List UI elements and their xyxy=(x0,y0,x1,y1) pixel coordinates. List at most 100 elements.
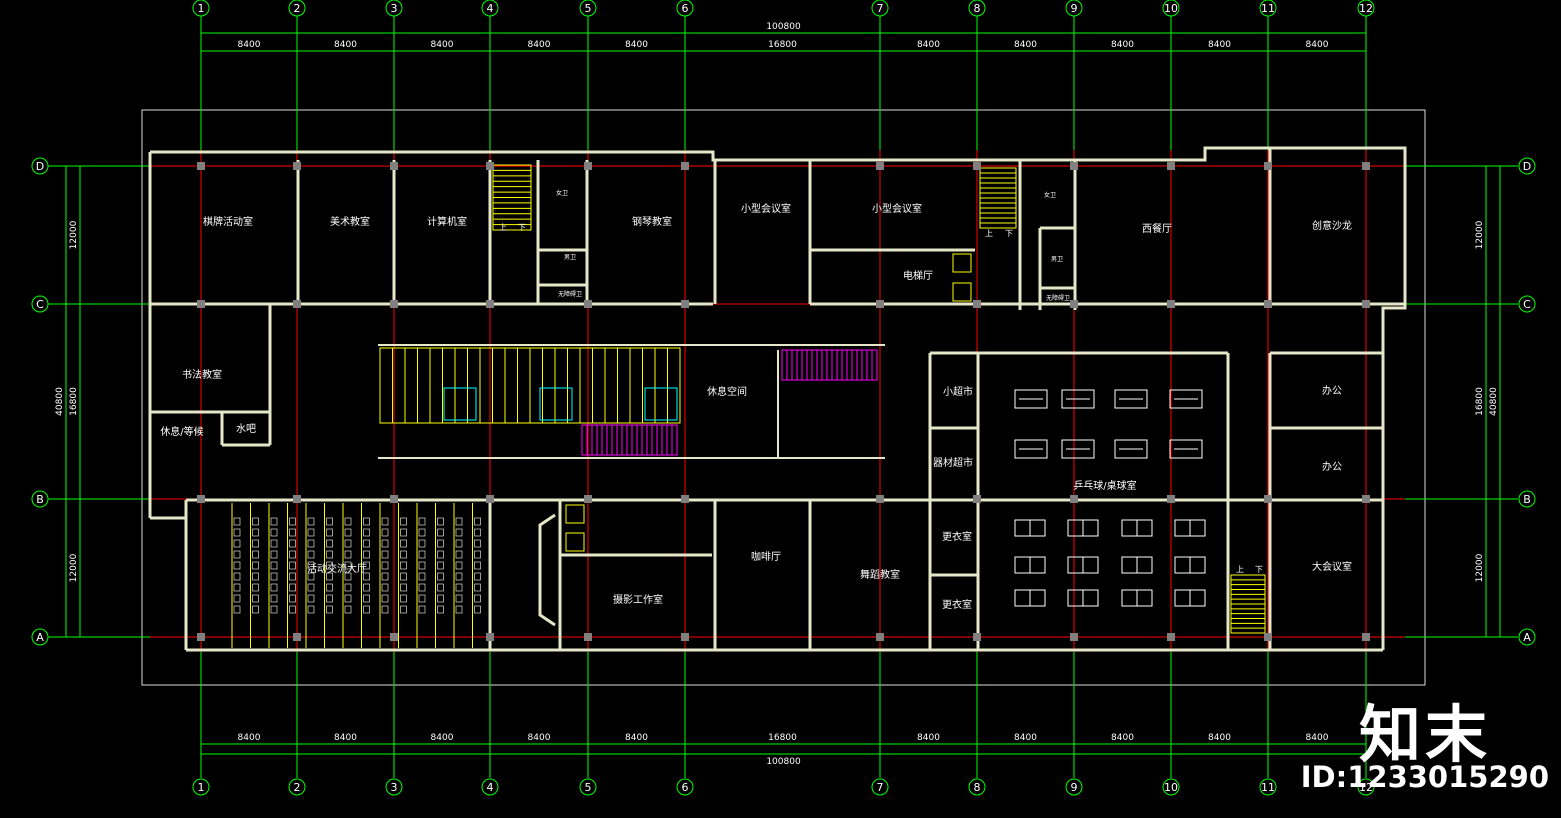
axis-bubble-3-1 xyxy=(385,778,403,796)
axis-bubble-10-0 xyxy=(1162,0,1180,17)
axis-label-row: A xyxy=(36,631,44,644)
seat xyxy=(418,583,426,592)
room-western-restaurant: 西餐厅 xyxy=(1142,222,1172,235)
seat xyxy=(418,539,426,548)
seat xyxy=(437,594,444,603)
seat xyxy=(326,517,333,526)
seat xyxy=(363,550,370,559)
seat xyxy=(344,561,352,570)
seat xyxy=(270,550,278,559)
seat xyxy=(400,572,407,581)
seat xyxy=(381,594,389,603)
column-marker xyxy=(486,162,494,170)
seat xyxy=(381,539,389,548)
seat xyxy=(289,550,296,559)
billiard-table xyxy=(1014,389,1048,409)
structural-columns xyxy=(197,162,1370,641)
axis-bubble-B-1 xyxy=(1518,490,1536,508)
seat xyxy=(455,517,463,526)
axis-bubble-1-1 xyxy=(192,778,210,796)
seat xyxy=(381,605,389,614)
seat xyxy=(344,517,352,526)
seat xyxy=(437,517,444,526)
room-labels: 棋牌活动室 美术教室 计算机室 钢琴教室 小型会议室 小型会议室 电梯厅 西餐厅… xyxy=(160,202,1352,611)
seat xyxy=(233,517,241,526)
seat xyxy=(344,594,352,603)
axis-bubble-5-0 xyxy=(579,0,597,17)
column-marker xyxy=(681,633,689,641)
seat xyxy=(474,528,481,537)
column-marker xyxy=(1070,300,1078,308)
seat xyxy=(400,539,407,548)
seat xyxy=(418,594,426,603)
column-marker xyxy=(876,300,884,308)
seat xyxy=(326,572,333,581)
column-marker xyxy=(973,495,981,503)
dim-row-left: 12000 xyxy=(69,220,79,249)
axis-bubble-3-0 xyxy=(385,0,403,17)
axis-bubble-A-0 xyxy=(31,628,49,646)
seat xyxy=(326,605,333,614)
dim-span-top: 8400 xyxy=(917,40,940,50)
axis-bubble-2-1 xyxy=(288,778,306,796)
seat xyxy=(252,528,259,537)
column-marker xyxy=(1070,162,1078,170)
room-art: 美术教室 xyxy=(330,215,370,228)
escalator-treads xyxy=(586,350,873,455)
seat xyxy=(307,550,315,559)
billiard-table xyxy=(1169,439,1203,459)
axis-label-col: 9 xyxy=(1071,2,1078,15)
seat xyxy=(252,594,259,603)
column-marker xyxy=(197,633,205,641)
seat xyxy=(363,572,370,581)
seat xyxy=(344,539,352,548)
seat xyxy=(400,517,407,526)
seat xyxy=(363,605,370,614)
walls xyxy=(148,146,1407,652)
axis-bubble-12-1 xyxy=(1357,778,1375,796)
column-marker xyxy=(681,162,689,170)
seat xyxy=(270,561,278,570)
axis-bubble-C-1 xyxy=(1518,295,1536,313)
seat xyxy=(381,572,389,581)
seat xyxy=(363,539,370,548)
seat xyxy=(307,561,315,570)
column-marker xyxy=(197,300,205,308)
seat xyxy=(326,550,333,559)
column-marker xyxy=(390,495,398,503)
seat xyxy=(326,528,333,537)
column-marker xyxy=(681,495,689,503)
seat xyxy=(289,539,296,548)
axis-label-col: 8 xyxy=(974,781,981,794)
seat xyxy=(270,517,278,526)
column-marker xyxy=(1264,162,1272,170)
axis-bubble-6-0 xyxy=(676,0,694,17)
room-cafe: 咖啡厅 xyxy=(751,551,781,563)
column-marker xyxy=(1167,162,1175,170)
dim-span-bottom: 8400 xyxy=(917,733,940,743)
seat xyxy=(270,539,278,548)
column-marker xyxy=(876,495,884,503)
axis-label-col: 2 xyxy=(294,781,301,794)
seat xyxy=(233,550,241,559)
dim-span-bottom: 8400 xyxy=(528,733,551,743)
dim-span-top: 8400 xyxy=(334,40,357,50)
room-photo-studio: 摄影工作室 xyxy=(613,593,663,606)
column-marker xyxy=(1167,633,1175,641)
axis-label-row: C xyxy=(1523,298,1531,311)
axis-bubble-1-0 xyxy=(192,0,210,17)
seat xyxy=(455,539,463,548)
wc-accessible-1: 无障碍卫 xyxy=(558,290,582,298)
room-locker-1: 更衣室 xyxy=(942,530,972,543)
axis-bubble-6-1 xyxy=(676,778,694,796)
room-computer: 计算机室 xyxy=(427,215,467,228)
auditorium-seating xyxy=(231,503,481,648)
seat xyxy=(270,572,278,581)
column-marker xyxy=(1167,300,1175,308)
seat xyxy=(474,561,481,570)
seat xyxy=(418,561,426,570)
column-marker xyxy=(293,162,301,170)
seat xyxy=(307,539,315,548)
axis-bubble-10-1 xyxy=(1162,778,1180,796)
seat xyxy=(381,550,389,559)
